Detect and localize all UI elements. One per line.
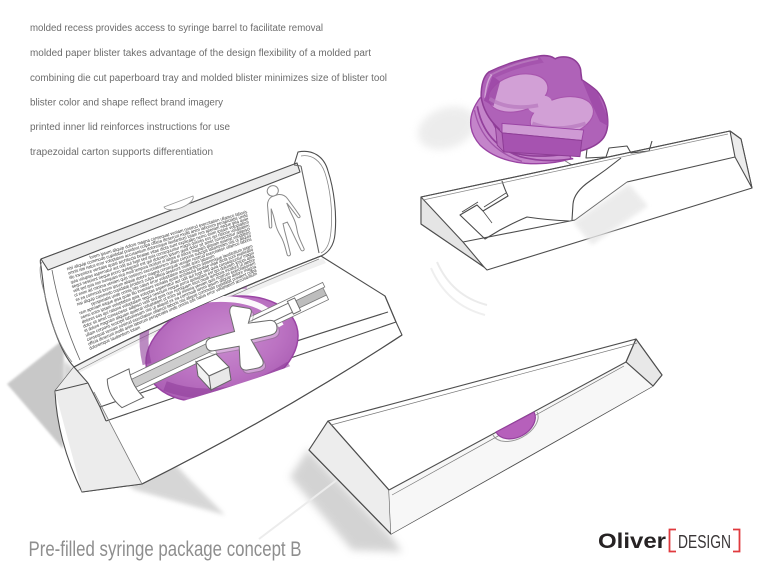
svg-text:trapezoidal carton supports di: trapezoidal carton supports differentiat…	[30, 147, 213, 158]
svg-text:combining die cut paperboard t: combining die cut paperboard tray and mo…	[30, 73, 387, 84]
svg-text:Oliver: Oliver	[598, 529, 667, 553]
svg-text:molded recess provides access: molded recess provides access to syringe…	[30, 23, 323, 34]
svg-text:printed inner lid reinforces i: printed inner lid reinforces instruction…	[30, 122, 230, 133]
svg-text:DESIGN: DESIGN	[678, 532, 731, 552]
svg-text:molded paper blister takes adv: molded paper blister takes advantage of …	[30, 48, 371, 59]
svg-text:blister color and shape reflec: blister color and shape reflect brand im…	[30, 98, 223, 109]
svg-text:Pre-filled syringe package con: Pre-filled syringe package concept B	[29, 538, 302, 561]
